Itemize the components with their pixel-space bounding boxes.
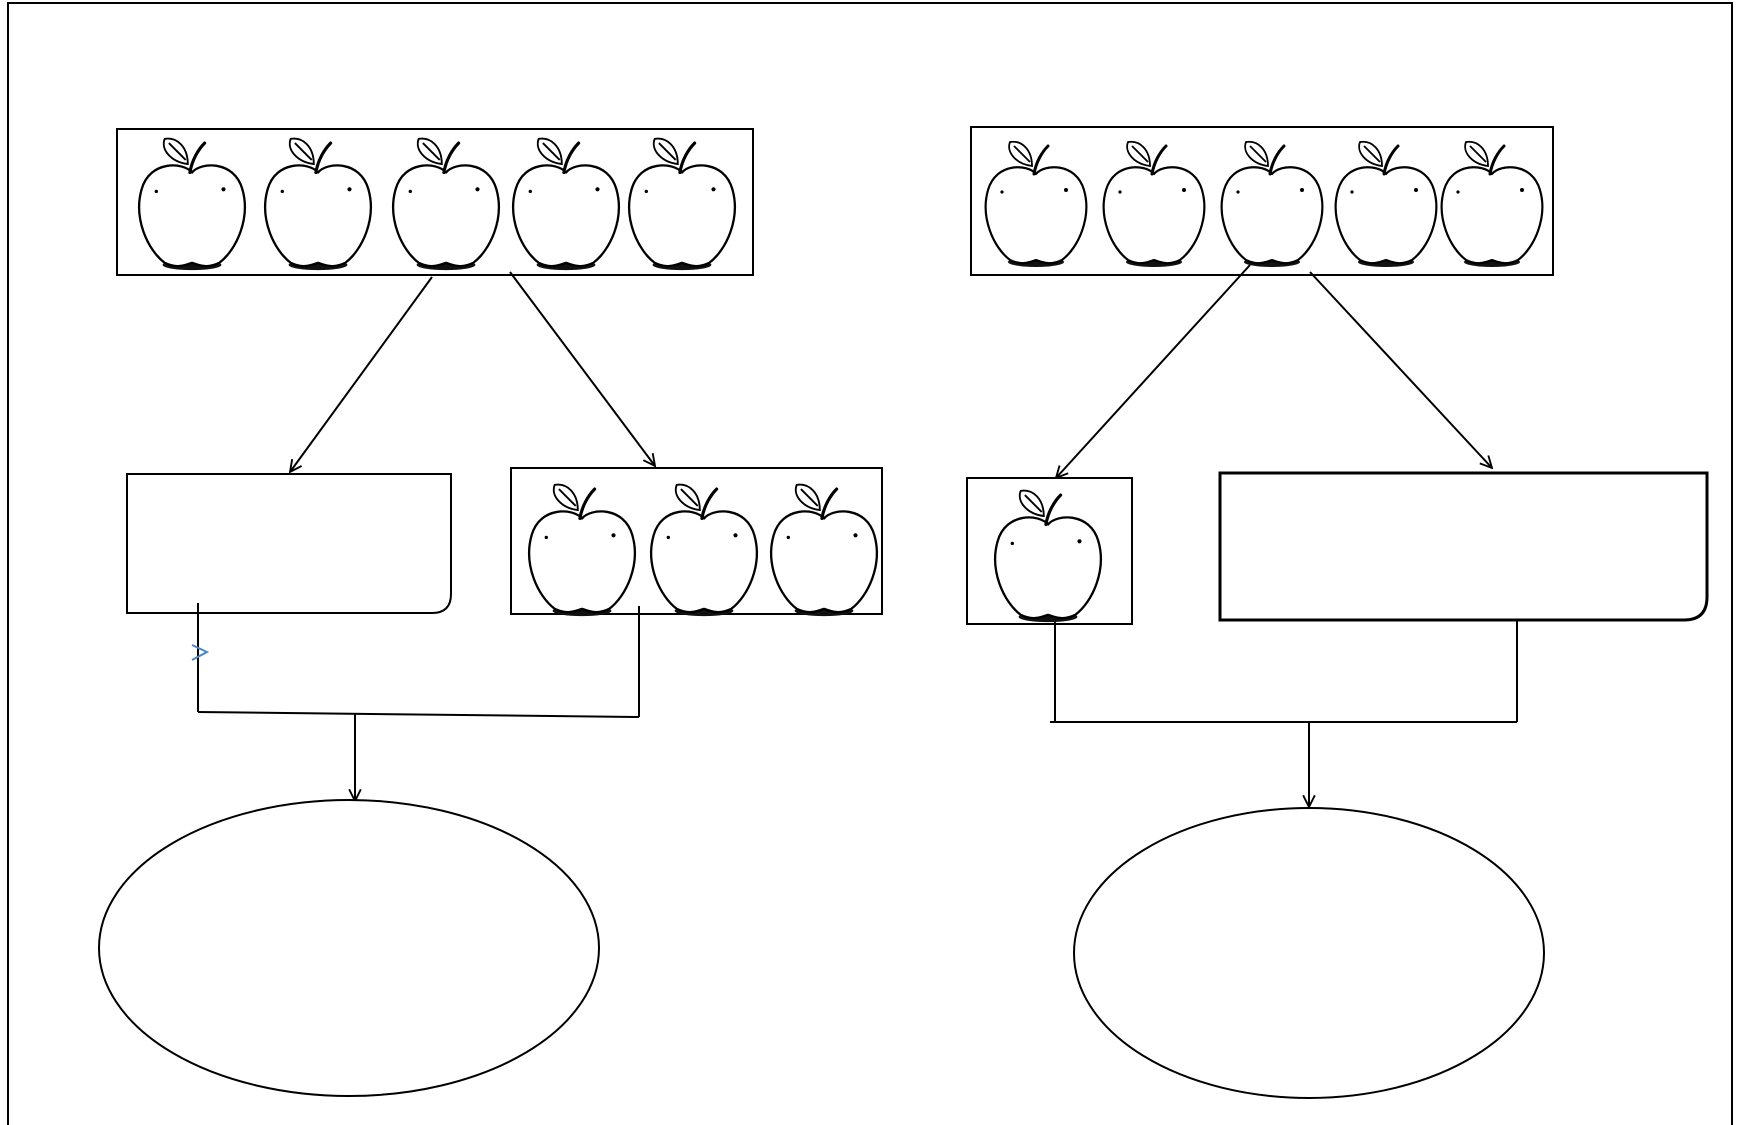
- left-join-line-h: [197, 711, 640, 718]
- right-total-ellipse[interactable]: [1073, 807, 1545, 1099]
- left-total-ellipse[interactable]: [98, 799, 600, 1097]
- right-arrow-to-known: [1056, 264, 1251, 478]
- left-arrow-to-unknown: [290, 276, 433, 472]
- right-unknown-part-box[interactable]: [1218, 471, 1709, 622]
- right-arrow-to-unknown: [1309, 271, 1492, 468]
- left-group: [98, 128, 883, 1097]
- right-group: [966, 126, 1709, 1099]
- left-arrow-to-known: [509, 271, 655, 466]
- cursor-mark-icon: [191, 644, 210, 661]
- left-unknown-part-box[interactable]: [126, 473, 452, 614]
- page-frame: [7, 2, 1733, 1125]
